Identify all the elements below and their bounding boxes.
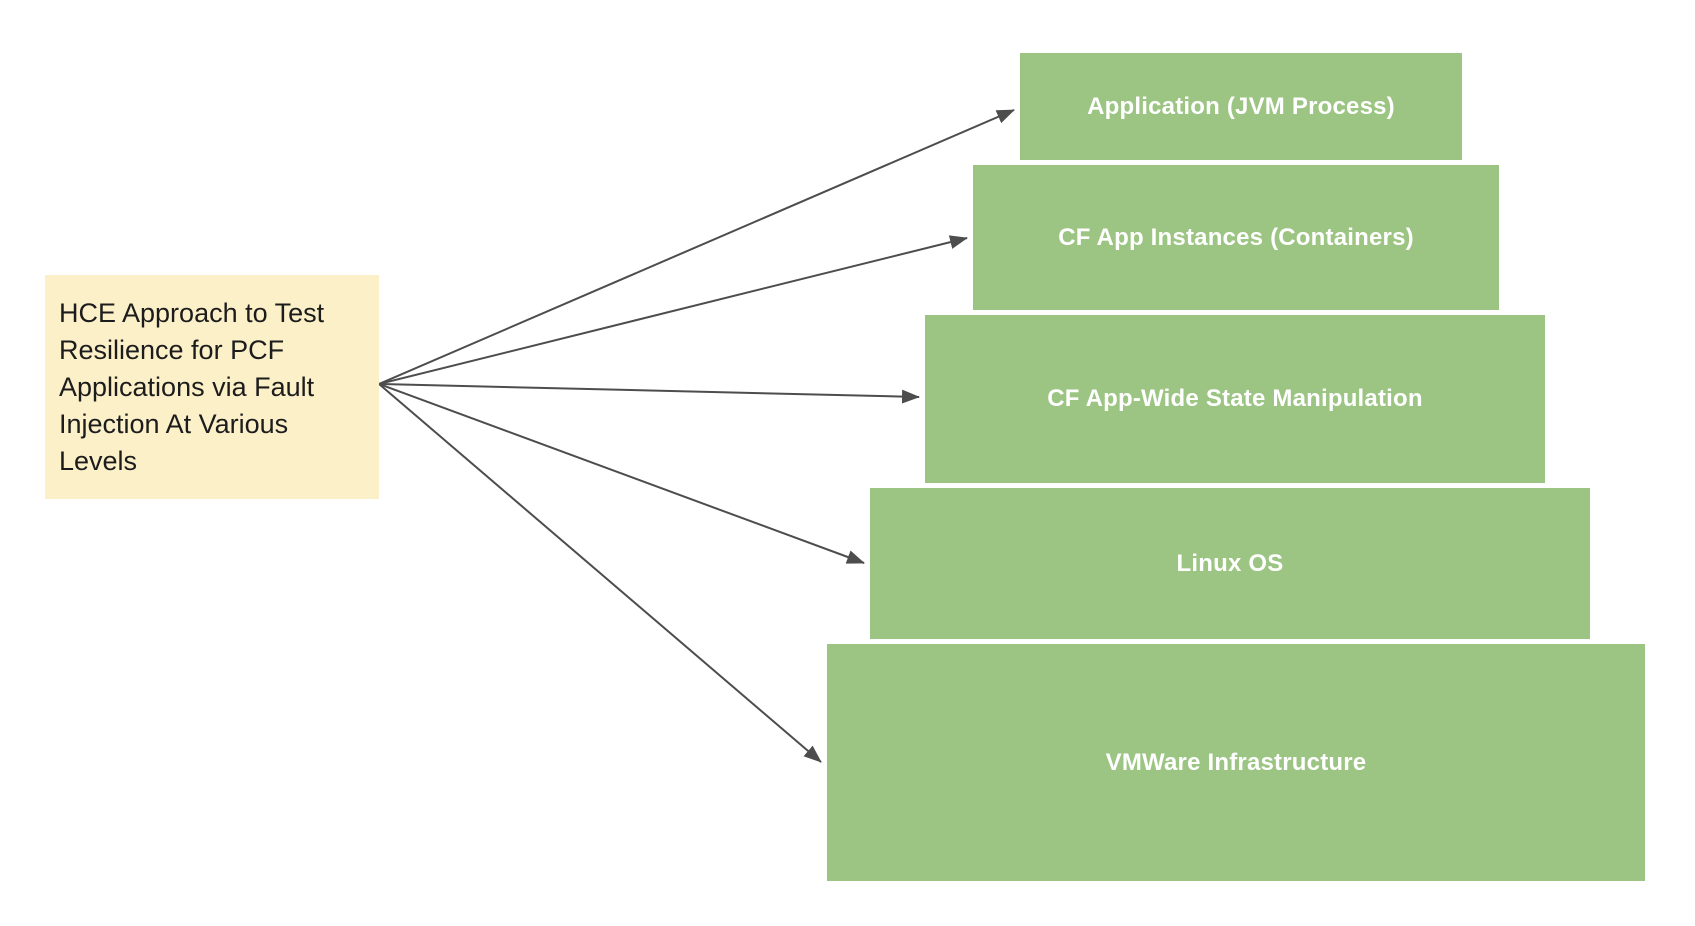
edge-to-application-jvm-process [378, 109, 1015, 385]
layer-label-vmware-infrastructure: VMWare Infrastructure [1105, 748, 1367, 776]
edge-to-vmware-infrastructure [378, 383, 822, 763]
layer-box-cf-app-wide-state-manipulation[interactable]: CF App-Wide State Manipulation [925, 315, 1545, 483]
layer-label-application-jvm-process: Application (JVM Process) [1087, 92, 1395, 120]
source-note-text: HCE Approach to Test Resilience for PCF … [59, 297, 325, 476]
layer-box-vmware-infrastructure[interactable]: VMWare Infrastructure [827, 644, 1645, 881]
layer-label-cf-app-wide-state-manipulation: CF App-Wide State Manipulation [1047, 385, 1423, 412]
edge-to-cf-app-instances-containers [378, 235, 968, 385]
source-note-box[interactable]: HCE Approach to Test Resilience for PCF … [45, 275, 379, 499]
layer-box-cf-app-instances-containers[interactable]: CF App Instances (Containers) [973, 165, 1499, 310]
layer-label-cf-app-instances-containers: CF App Instances (Containers) [1058, 223, 1414, 251]
edge-to-linux-os [378, 383, 865, 564]
layer-label-linux-os: Linux OS [1176, 549, 1284, 577]
layer-box-application-jvm-process[interactable]: Application (JVM Process) [1020, 53, 1462, 160]
edge-to-cf-app-wide-state-manipulation [378, 383, 920, 404]
layer-box-linux-os[interactable]: Linux OS [870, 488, 1590, 639]
